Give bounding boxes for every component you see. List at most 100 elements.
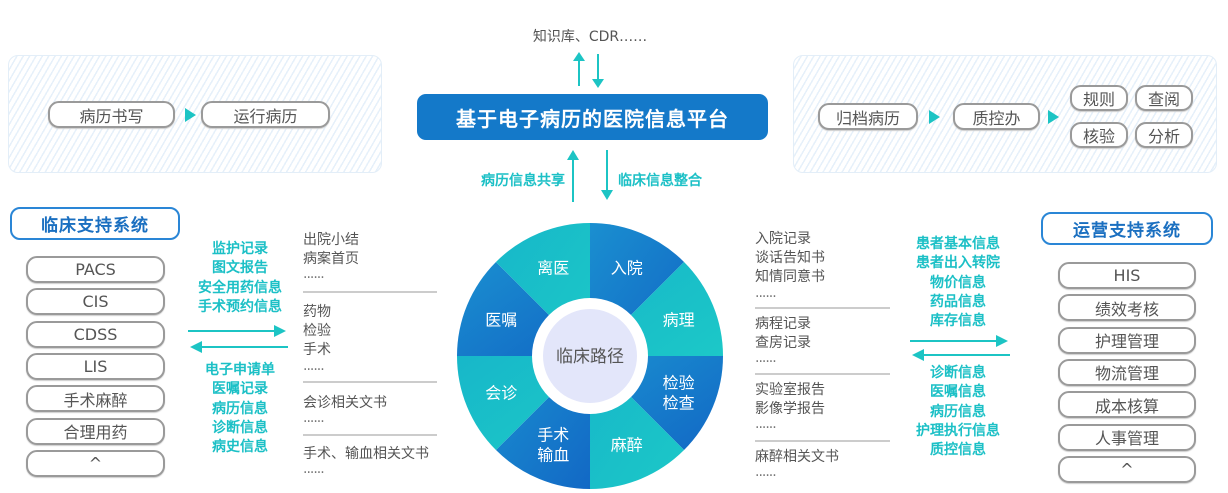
exchange-label: 监护记录	[212, 241, 268, 257]
operation-system-item[interactable]: 护理管理	[1058, 326, 1196, 354]
more-dots: ······	[755, 468, 777, 485]
action-review[interactable]: 查阅	[1135, 85, 1193, 111]
wheel-segment-label: 麻醉	[611, 436, 643, 455]
bidirectional-arrow-icon	[573, 52, 604, 88]
exchange-label: 诊断信息	[212, 419, 268, 436]
document-item: 实验室报告	[755, 382, 825, 398]
operation-system-item[interactable]: 物流管理	[1058, 358, 1196, 386]
clinical-system-item[interactable]: CIS	[26, 288, 165, 316]
document-group: 病程记录查房记录 ······	[755, 315, 811, 373]
clinical-system-item[interactable]: CDSS	[26, 320, 165, 348]
more-dots: ······	[303, 361, 325, 378]
document-group: 会诊相关文书 ······	[303, 394, 387, 432]
divider	[755, 307, 890, 309]
step-running-record[interactable]: 运行病历	[201, 101, 330, 128]
divider	[303, 381, 437, 383]
knowledge-base-label: 知识库、CDR……	[532, 29, 648, 45]
document-item: 病程记录	[755, 316, 811, 332]
divider	[755, 373, 890, 375]
arrow-right-icon	[185, 108, 196, 122]
exchange-label: 物价信息	[930, 274, 986, 291]
wheel-segment-label: 医嘱	[485, 310, 517, 329]
exchange-label: 库存信息	[930, 313, 986, 330]
step-record-writing[interactable]: 病历书写	[48, 101, 175, 128]
step-archived-record[interactable]: 归档病历	[818, 103, 918, 130]
more-dots: ······	[755, 420, 777, 437]
wheel-center-label: 临床路径	[556, 347, 624, 367]
action-rules[interactable]: 规则	[1070, 85, 1128, 111]
more-dots: ······	[303, 270, 325, 287]
document-item: 药物	[303, 304, 331, 320]
operation-system-item[interactable]: 成本核算	[1058, 391, 1196, 419]
document-item: 查房记录	[755, 335, 811, 352]
wheel-segment-label: 病理	[663, 310, 695, 329]
document-item: 知情同意书	[755, 269, 825, 286]
more-dots: ······	[755, 354, 777, 371]
clinical-system-item[interactable]: ^	[26, 449, 165, 477]
arrow-right-icon	[1048, 110, 1059, 124]
exchange-label: 安全用药信息	[198, 279, 282, 296]
exchange-label: 患者出入转院	[916, 255, 1000, 272]
operation-system-item[interactable]: HIS	[1058, 262, 1196, 289]
document-group: 出院小结病案首页 ······	[303, 231, 359, 289]
document-item: 谈话告知书	[755, 250, 825, 267]
exchange-label: 药品信息	[930, 293, 986, 310]
document-group: 入院记录谈话告知书知情同意书 ······	[755, 230, 825, 307]
exchange-label: 病史信息	[212, 439, 268, 456]
document-item: 麻醉相关文书	[755, 449, 839, 465]
document-item: 病案首页	[303, 251, 359, 268]
platform-box[interactable]: 基于电子病历的医院信息平台	[417, 94, 768, 140]
divider	[755, 440, 890, 442]
clinical-system-item[interactable]: LIS	[26, 352, 165, 380]
exchange-label: 手术预约信息	[198, 298, 282, 315]
document-group: 手术、输血相关文书 ······	[303, 445, 429, 483]
document-item: 会诊相关文书	[303, 395, 387, 411]
exchange-label: 电子申请单	[205, 362, 275, 378]
step-quality-office[interactable]: 质控办	[953, 103, 1040, 130]
action-verify[interactable]: 核验	[1070, 122, 1128, 148]
action-analyze[interactable]: 分析	[1135, 122, 1193, 148]
exchange-label: 质控信息	[930, 442, 986, 459]
more-dots: ······	[755, 288, 777, 305]
flow-up-label: 病历信息共享	[481, 173, 565, 189]
exchange-label: 患者基本信息	[916, 236, 1000, 252]
flow-down-label: 临床信息整合	[618, 173, 702, 189]
platform-flow-arrows-icon	[567, 150, 613, 202]
clinical-system-item[interactable]: 手术麻醉	[26, 385, 165, 413]
wheel-segment-label: 离医	[537, 258, 569, 277]
operation-system-item[interactable]: 人事管理	[1058, 423, 1196, 451]
exchange-label: 病历信息	[212, 400, 268, 417]
document-item: 出院小结	[303, 232, 359, 248]
document-item: 手术、输血相关文书	[303, 446, 429, 462]
operation-exchange-arrows-icon	[910, 335, 1010, 361]
document-group: 麻醉相关文书 ······	[755, 448, 839, 486]
exchange-label: 护理执行信息	[916, 422, 1000, 439]
more-dots: ······	[303, 465, 325, 482]
document-group: 实验室报告影像学报告 ······	[755, 381, 825, 439]
document-item: 检验	[303, 323, 331, 340]
exchange-label: 诊断信息	[930, 365, 986, 381]
document-item: 入院记录	[755, 231, 811, 247]
divider	[303, 291, 437, 293]
wheel-center[interactable]	[543, 309, 637, 403]
clinical-exchange-arrows-icon	[188, 325, 288, 353]
wheel-segment-label: 检验检查	[663, 374, 695, 413]
clinical-support-title: 临床支持系统	[10, 207, 180, 240]
operation-support-title: 运营支持系统	[1041, 212, 1213, 245]
wheel-segment-label: 手术输血	[537, 426, 569, 465]
operation-system-item[interactable]: 绩效考核	[1058, 294, 1196, 322]
clinical-system-item[interactable]: 合理用药	[26, 417, 165, 445]
divider	[303, 434, 437, 436]
more-dots: ······	[303, 414, 325, 431]
exchange-label: 医嘱信息	[930, 384, 986, 401]
wheel-segment-label: 会诊	[485, 384, 517, 403]
exchange-label: 病历信息	[930, 403, 986, 420]
arrow-right-icon	[929, 110, 940, 124]
wheel-segment-label: 入院	[611, 258, 643, 277]
operation-system-item[interactable]: ^	[1058, 455, 1196, 483]
document-item: 影像学报告	[755, 401, 825, 418]
document-item: 手术	[303, 342, 331, 359]
document-group: 药物检验手术 ······	[303, 303, 331, 380]
clinical-system-item[interactable]: PACS	[26, 256, 165, 283]
